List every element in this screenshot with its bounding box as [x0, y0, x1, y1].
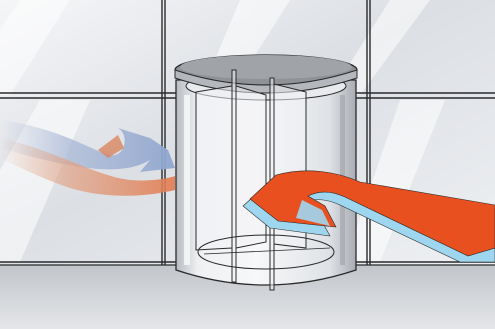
diagram-canvas: [0, 0, 495, 329]
revolving-door-diagram: [0, 0, 495, 329]
